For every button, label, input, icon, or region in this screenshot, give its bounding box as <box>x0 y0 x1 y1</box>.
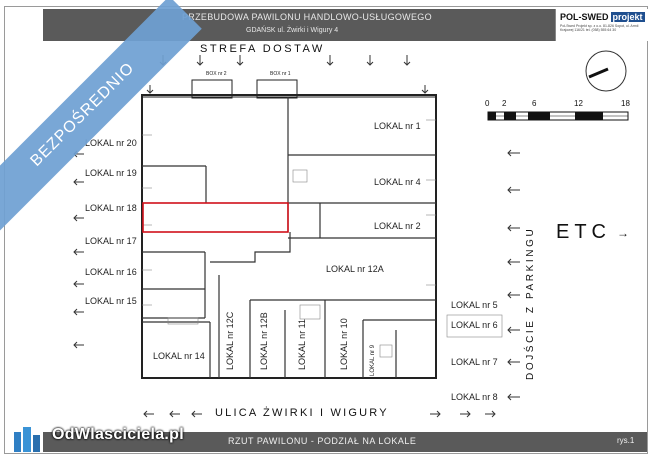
unit-label-17: LOKAL nr 17 <box>85 236 137 246</box>
scale-bar <box>487 111 629 121</box>
building-logo-icon <box>14 427 40 452</box>
brand-name: POL-SWED <box>560 12 609 22</box>
drawing-caption: RZUT PAWILONU - PODZIAŁ NA LOKALE <box>228 436 417 446</box>
scale-tick-12: 12 <box>574 99 583 108</box>
brand-address: Pol-Swed Projekt sp. z o.o. 81-826 Sopot… <box>560 24 639 32</box>
zone-etc: ETC <box>556 221 611 243</box>
arrows-side-left <box>73 150 84 349</box>
unit-label-7: LOKAL nr 7 <box>451 357 498 367</box>
unit-label-2: LOKAL nr 2 <box>374 221 421 231</box>
unit-label-6: LOKAL nr 6 <box>451 320 498 330</box>
unit-label-20: LOKAL nr 20 <box>85 138 137 148</box>
box-2-label: BOX nr 2 <box>206 71 227 77</box>
unit-label-15: LOKAL nr 15 <box>85 296 137 306</box>
unit-label-19: LOKAL nr 19 <box>85 168 137 178</box>
zone-strefa-dostaw: STREFA DOSTAW <box>200 43 325 55</box>
sheet-number: rys.1 <box>617 436 635 445</box>
unit-label-10: LOKAL nr 10 <box>339 318 349 370</box>
unit-label-8: LOKAL nr 8 <box>451 392 498 402</box>
unit-label-12c: LOKAL nr 12C <box>225 311 235 370</box>
detail-lines <box>142 119 503 358</box>
drawing-frame <box>4 6 648 454</box>
unit-label-1: LOKAL nr 1 <box>374 121 421 131</box>
drawing-subtitle: GDAŃSK ul. Żwirki i Wigury 4 <box>246 27 339 34</box>
unit-label-12a: LOKAL nr 12A <box>326 264 384 274</box>
etc-arrow-icon: → <box>617 226 629 240</box>
box-1-label: BOX nr 1 <box>270 71 291 77</box>
scale-tick-18: 18 <box>621 99 630 108</box>
highlighted-unit-18 <box>142 202 289 233</box>
scale-tick-6: 6 <box>532 99 537 108</box>
unit-label-12b: LOKAL nr 12B <box>259 312 269 370</box>
unit-label-4: LOKAL nr 4 <box>374 177 421 187</box>
zone-ulica: ULICA ŻWIRKI I WIGURY <box>215 407 389 419</box>
brand-tag: projekt <box>610 12 645 22</box>
unit-label-5: LOKAL nr 5 <box>451 300 498 310</box>
zone-dojscie: DOJŚCIE Z PARKINGU <box>525 226 536 380</box>
scale-tick-2: 2 <box>502 99 507 108</box>
unit-label-18: LOKAL nr 18 <box>85 203 137 213</box>
caption-bar <box>43 432 647 452</box>
unit-label-11: LOKAL nr 11 <box>297 318 307 370</box>
unit-label-14: LOKAL nr 14 <box>153 351 205 361</box>
partition-walls <box>142 97 436 378</box>
unit-label-9: LOKAL nr 9 <box>370 344 376 376</box>
north-arrow <box>585 50 627 92</box>
building-outline <box>141 79 437 379</box>
arrows-side-right <box>507 149 520 401</box>
arrows-street <box>143 410 496 418</box>
unit-label-16: LOKAL nr 16 <box>85 267 137 277</box>
scale-tick-0: 0 <box>485 99 490 108</box>
watermark-text: OdWlasciciela.pl <box>52 426 184 443</box>
drawing-title: PRZEBUDOWA PAWILONU HANDLOWO-USŁUGOWEGO <box>182 12 432 22</box>
